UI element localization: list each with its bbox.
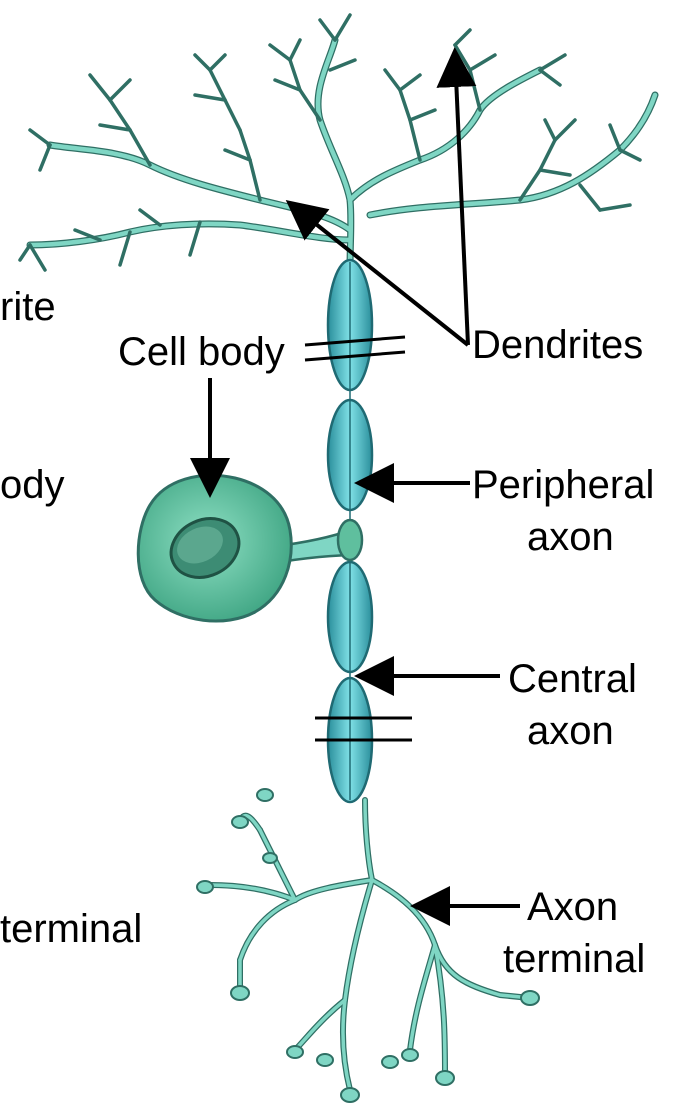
- arrow-dendrites-left: [292, 205, 468, 345]
- axon-terminal-tree: [197, 789, 539, 1102]
- terminal-bouton: [436, 1071, 454, 1085]
- terminal-bouton: [402, 1049, 418, 1061]
- terminal-bouton: [263, 853, 277, 863]
- label-cell-body: Cell body: [118, 330, 285, 374]
- terminal-bouton: [197, 881, 213, 893]
- label-cell-body-cut: ody: [0, 463, 65, 507]
- label-axon-terminal-line1: Axon: [527, 885, 618, 929]
- terminal-bouton: [257, 789, 273, 801]
- terminal-bouton: [317, 1054, 333, 1066]
- arrow-dendrites-right: [455, 55, 468, 345]
- labels: rite Cell body ody Dendrites Peripheral …: [0, 285, 654, 981]
- label-peripheral-axon-line2: axon: [527, 515, 614, 559]
- label-dendrites: Dendrites: [472, 323, 643, 367]
- terminal-bouton: [287, 1046, 303, 1058]
- label-peripheral-axon-line1: Peripheral: [472, 463, 654, 507]
- terminal-bouton: [232, 816, 248, 828]
- label-terminal-cut: terminal: [0, 907, 142, 951]
- terminal-bouton: [521, 991, 539, 1005]
- terminal-bouton: [382, 1056, 398, 1068]
- terminal-bouton: [231, 986, 249, 1000]
- label-central-axon-line2: axon: [527, 709, 614, 753]
- label-central-axon-line1: Central: [508, 657, 637, 701]
- label-dendrite-cut: rite: [0, 285, 56, 329]
- label-axon-terminal-line2: terminal: [503, 937, 645, 981]
- terminal-bouton: [341, 1088, 359, 1102]
- dendrites: [20, 15, 655, 270]
